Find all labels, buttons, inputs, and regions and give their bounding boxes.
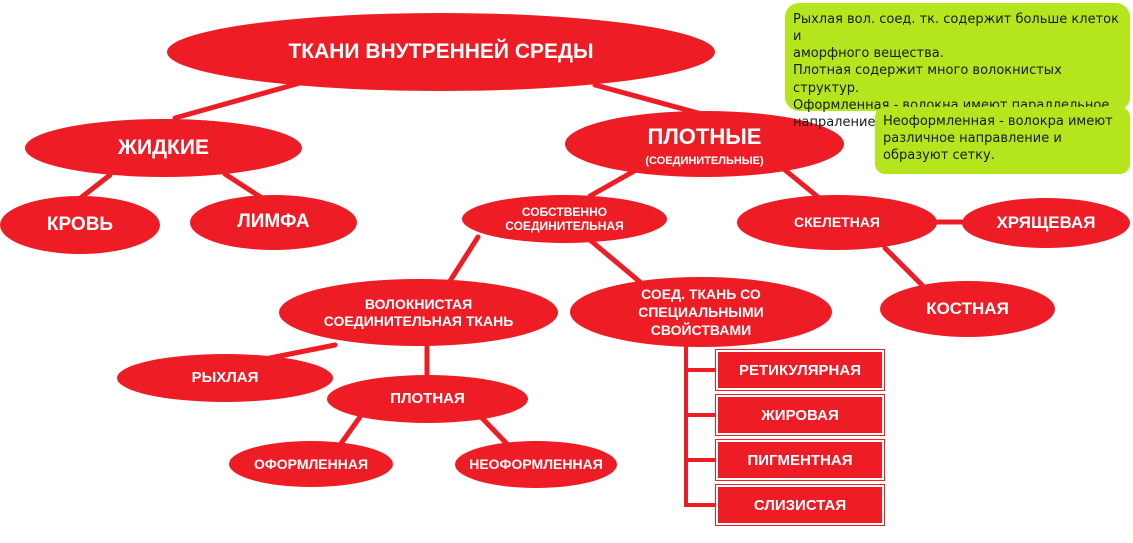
liquid-node: ЖИДКИЕ [25,119,302,177]
special-label-line3: СВОЙСТВАМИ [650,322,752,339]
note-line: образуют сетку. [883,148,995,164]
fibrous-label-line2: СОЕДИНИТЕЛЬНАЯ ТКАНЬ [323,312,514,329]
loose-label: РЫХЛАЯ [191,369,259,386]
special-label-line2: СПЕЦИАЛЬНЫМИ [638,303,764,320]
note-line: Плотная содержит много волокнистых струк… [793,63,1062,96]
dense-fibrous-node: ПЛОТНАЯ [327,375,528,423]
proper-node: СОБСТВЕННО СОЕДИНИТЕЛЬНАЯ [462,195,667,243]
cartilage-node: ХРЯЩЕВАЯ [962,198,1130,248]
formed-node: ОФОРМЛЕННАЯ [229,441,393,487]
link-dense-skeletal [782,167,821,200]
note-line: Рыхлая вол. соед. тк. содержит больше кл… [793,12,1119,45]
special-type-mucous: СЛИЗИСТАЯ [715,484,885,526]
blood-node: КРОВЬ [0,196,160,254]
dense-node: ПЛОТНЫЕ (СОЕДИНИТЕЛЬНЫЕ) [565,111,844,177]
cartilage-label: ХРЯЩЕВАЯ [996,212,1096,232]
special-type-fat: ЖИРОВАЯ [715,394,885,436]
proper-label-line1: СОБСТВЕННО [521,204,608,219]
dense-label: ПЛОТНЫЕ [647,124,762,150]
formed-label: ОФОРМЛЕННАЯ [253,455,369,472]
special-type-label: РЕТИКУЛЯРНАЯ [739,361,861,379]
special-type-label: ПИГМЕНТНАЯ [747,451,853,469]
dense-sublabel: (СОЕДИНИТЕЛЬНЫЕ) [645,154,764,167]
root-title: ТКАНИ ВНУТРЕННЕЙ СРЕДЫ [288,40,594,64]
link-dense-formed [337,414,363,448]
link-dense-unformed [479,415,511,448]
note-line: различное направление и [883,131,1062,147]
special-type-label: СЛИЗИСТАЯ [753,496,847,514]
link-liquid-lymph [222,171,265,201]
liquid-label: ЖИДКИЕ [118,136,209,160]
skeletal-node: СКЕЛЕТНАЯ [737,195,937,250]
special-node: СОЕД. ТКАНЬ СО СПЕЦИАЛЬНЫМИ СВОЙСТВАМИ [570,277,832,347]
note-loose-dense-formed: Рыхлая вол. соед. тк. содержит больше кл… [785,3,1130,130]
proper-label-line2: СОЕДИНИТЕЛЬНАЯ [505,219,624,233]
link-dense-proper [587,167,639,199]
link-proper-fibrous [447,234,481,284]
root-node: ТКАНИ ВНУТРЕННЕЙ СРЕДЫ [167,13,715,91]
note-unformed: Неоформленная - волокра имеют различное … [875,107,1130,174]
note-line: аморфного вещества. [793,46,944,62]
link-root-dense [592,82,701,116]
skeletal-label: СКЕЛЕТНАЯ [794,214,880,231]
note-line: Неоформленная - волокра имеют [883,114,1113,129]
blood-label: КРОВЬ [46,213,114,235]
link-liquid-blood [75,172,113,203]
special-label-line1: СОЕД. ТКАНЬ СО [641,285,761,302]
link-root-liquid [172,80,303,121]
unformed-label: НЕОФОРМЛЕННАЯ [469,456,603,473]
fibrous-label-line1: ВОЛОКНИСТАЯ [364,295,473,312]
link-proper-special [587,237,643,285]
lymph-label: ЛИМФА [237,211,310,233]
link-skeletal-bone [882,245,925,288]
special-type-reticular: РЕТИКУЛЯРНАЯ [715,349,885,391]
special-type-pigment: ПИГМЕНТНАЯ [715,439,885,481]
note-line: напраление. [793,114,880,130]
loose-node: РЫХЛАЯ [117,354,333,402]
bone-label: КОСТНАЯ [926,298,1009,318]
fibrous-node: ВОЛОКНИСТАЯ СОЕДИНИТЕЛЬНАЯ ТКАНЬ [279,279,558,346]
dense-fibrous-label: ПЛОТНАЯ [390,390,465,407]
lymph-node: ЛИМФА [190,195,357,250]
bone-node: КОСТНАЯ [880,281,1055,337]
unformed-node: НЕОФОРМЛЕННАЯ [455,441,617,488]
special-type-label: ЖИРОВАЯ [761,406,839,424]
